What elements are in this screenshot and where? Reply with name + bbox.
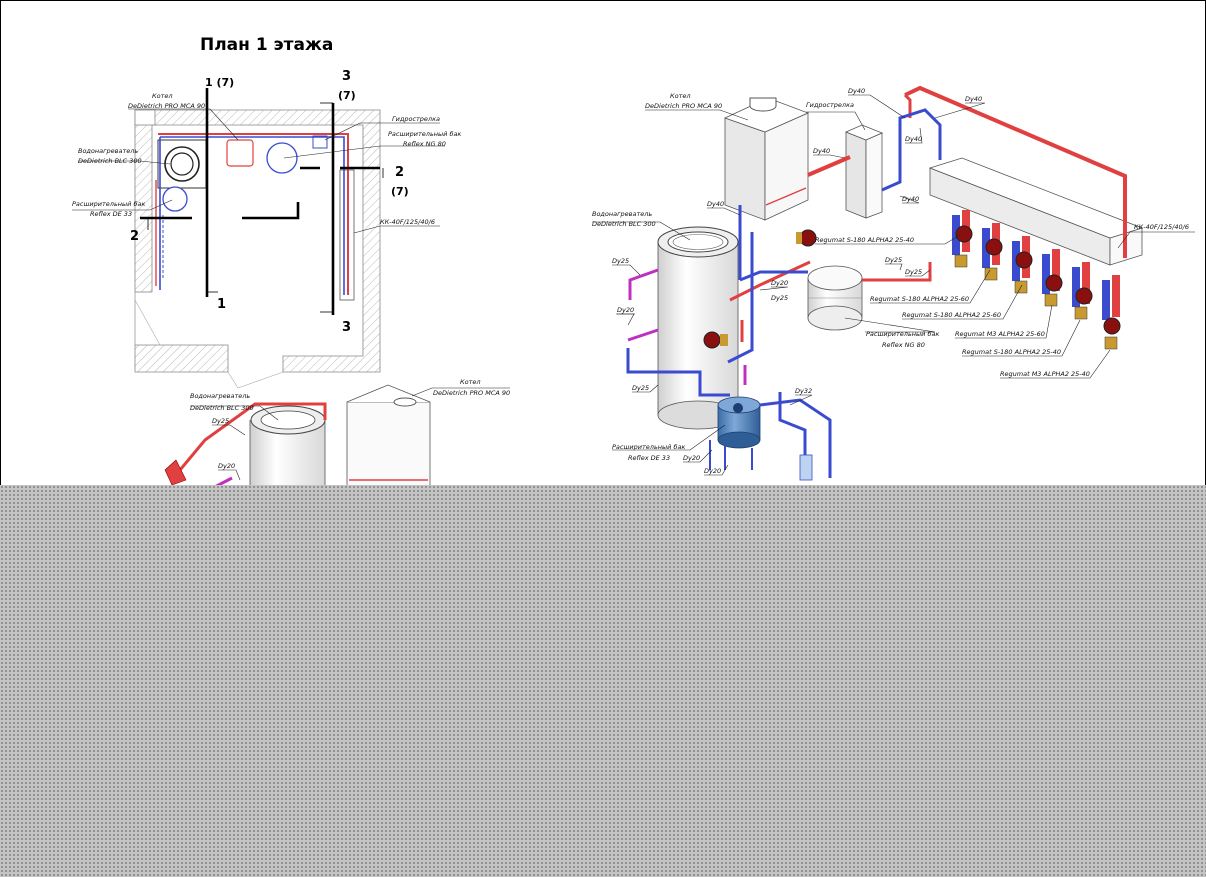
plan-boiler-label-2: DeDietrich PRO MCA 90 <box>128 102 205 110</box>
dn-label: Dy40 <box>707 200 724 208</box>
section-3-bottom-label: 3 <box>342 320 351 335</box>
iso-hydro-separator <box>844 124 884 219</box>
pump-group <box>1102 275 1121 350</box>
dn-label: Dy25 <box>632 384 649 392</box>
floor-plan: План 1 этажа <box>72 35 461 389</box>
plan-section-lines <box>140 88 384 315</box>
pump-group <box>982 223 1003 281</box>
plan-manifold-label: КК-40F/125/40/6 <box>380 218 435 226</box>
iso-return-pipes <box>626 108 942 481</box>
iso-right-view: Котел DeDietrich PRO MCA 90 Гидрострелка… <box>592 85 1195 481</box>
section-1-top-label: 1 (7) <box>205 76 234 89</box>
iso-tank-de-label-1: Расширительный бак <box>612 443 685 451</box>
plan-walls <box>134 109 381 389</box>
pump-label: Regumat S-180 ALPHA2 25-60 <box>870 295 969 303</box>
pump-label: Regumat S-180 ALPHA2 25-40 <box>962 348 1061 356</box>
iso-boiler <box>723 97 810 221</box>
iso-dhw-pipes <box>627 268 747 385</box>
dn-label: Dy40 <box>848 87 865 95</box>
dn-label: Dy40 <box>965 95 982 103</box>
plan-tank-ng-label-2: Reflex NG 80 <box>403 140 446 148</box>
iso-manifold <box>928 157 1144 266</box>
iso-hydro-label: Гидрострелка <box>806 101 854 109</box>
iso-left-boiler-label-2: DeDietrich PRO MCA 90 <box>433 389 510 397</box>
section-2-right-label: 2 <box>395 165 404 180</box>
section-3-top-label: 3 <box>342 69 351 84</box>
iso-boiler-pumps <box>703 229 817 413</box>
iso-tank-ng-label-2: Reflex NG 80 <box>882 341 925 349</box>
iso-right-callouts: Котел DeDietrich PRO MCA 90 Гидрострелка… <box>592 87 1195 476</box>
masked-region <box>0 485 1206 877</box>
iso-manifold-label: КК-40F/125/40/6 <box>1134 223 1189 231</box>
dn-label: Dy20 <box>771 279 788 287</box>
iso-left-dy20-label: Dy20 <box>218 462 235 470</box>
pump-group <box>1072 262 1093 320</box>
plan-title: План 1 этажа <box>200 35 333 55</box>
iso-left-heater-label-2: DeDietrich BLC 300 <box>190 404 254 412</box>
dn-label: Dy25 <box>612 257 629 265</box>
iso-left-heater-label-1: Водонагреватель <box>190 392 250 400</box>
pump-group <box>1012 236 1033 294</box>
iso-tank-de-label-2: Reflex DE 33 <box>628 454 670 462</box>
dn-label: Dy25 <box>905 268 922 276</box>
iso-left-view: Водонагреватель DeDietrich BLC 300 Dy25 … <box>164 378 510 501</box>
plan-callouts: Котел DeDietrich PRO MCA 90 Водонагреват… <box>72 92 461 234</box>
pump-label: Regumat S-180 ALPHA2 25-40 <box>815 236 914 244</box>
iso-tank-ng-label-1: Расширительный бак <box>866 330 939 338</box>
dn-label: Dy32 <box>795 387 812 395</box>
plan-boiler-label-1: Котел <box>152 92 173 100</box>
dn-label: Dy40 <box>905 135 922 143</box>
dn-label: Dy20 <box>683 454 700 462</box>
iso-expansion-tank-ng <box>807 265 863 331</box>
dn-label: Dy20 <box>704 467 721 475</box>
iso-left-boiler-label-1: Котел <box>460 378 481 386</box>
iso-left-dy25-label: Dy25 <box>212 417 229 425</box>
pump-group <box>952 210 973 268</box>
section-1-bottom-label: 1 <box>217 297 226 312</box>
dn-label: Dy20 <box>617 306 634 314</box>
iso-boiler-label-1: Котел <box>670 92 691 100</box>
plan-pipes <box>155 133 349 295</box>
plan-tank-ng-label-1: Расширительный бак <box>388 130 461 138</box>
plan-tank-de-label-2: Reflex DE 33 <box>90 210 132 218</box>
plan-heater-label-1: Водонагреватель <box>78 147 138 155</box>
plan-tank-de-label-1: Расширительный бак <box>72 200 145 208</box>
iso-pump-groups <box>952 210 1121 350</box>
dn-label: Dy40 <box>813 147 830 155</box>
pump-label: Regumat S-180 ALPHA2 25-60 <box>902 311 1001 319</box>
dn-label: Dy25 <box>885 256 902 264</box>
plan-hydro-label: Гидрострелка <box>392 115 440 123</box>
iso-supply-pipes <box>729 85 1127 342</box>
section-2-right-sub: (7) <box>391 185 409 198</box>
iso-heater-label-2: DeDietrich BLC 300 <box>592 220 656 228</box>
pump-label: Regumat M3 ALPHA2 25-40 <box>1000 370 1090 378</box>
iso-boiler-label-2: DeDietrich PRO MCA 90 <box>645 102 722 110</box>
pump-label: Regumat M3 ALPHA2 25-60 <box>955 330 1045 338</box>
dn-label: Dy40 <box>902 195 919 203</box>
plan-heater-label-2: DeDietrich BLC 300 <box>78 157 142 165</box>
section-3-top-sub: (7) <box>338 89 356 102</box>
dn-label: Dy25 <box>771 294 788 302</box>
iso-heater-label-1: Водонагреватель <box>592 210 652 218</box>
pump-group <box>1042 249 1063 307</box>
section-2-left-label: 2 <box>130 229 139 244</box>
